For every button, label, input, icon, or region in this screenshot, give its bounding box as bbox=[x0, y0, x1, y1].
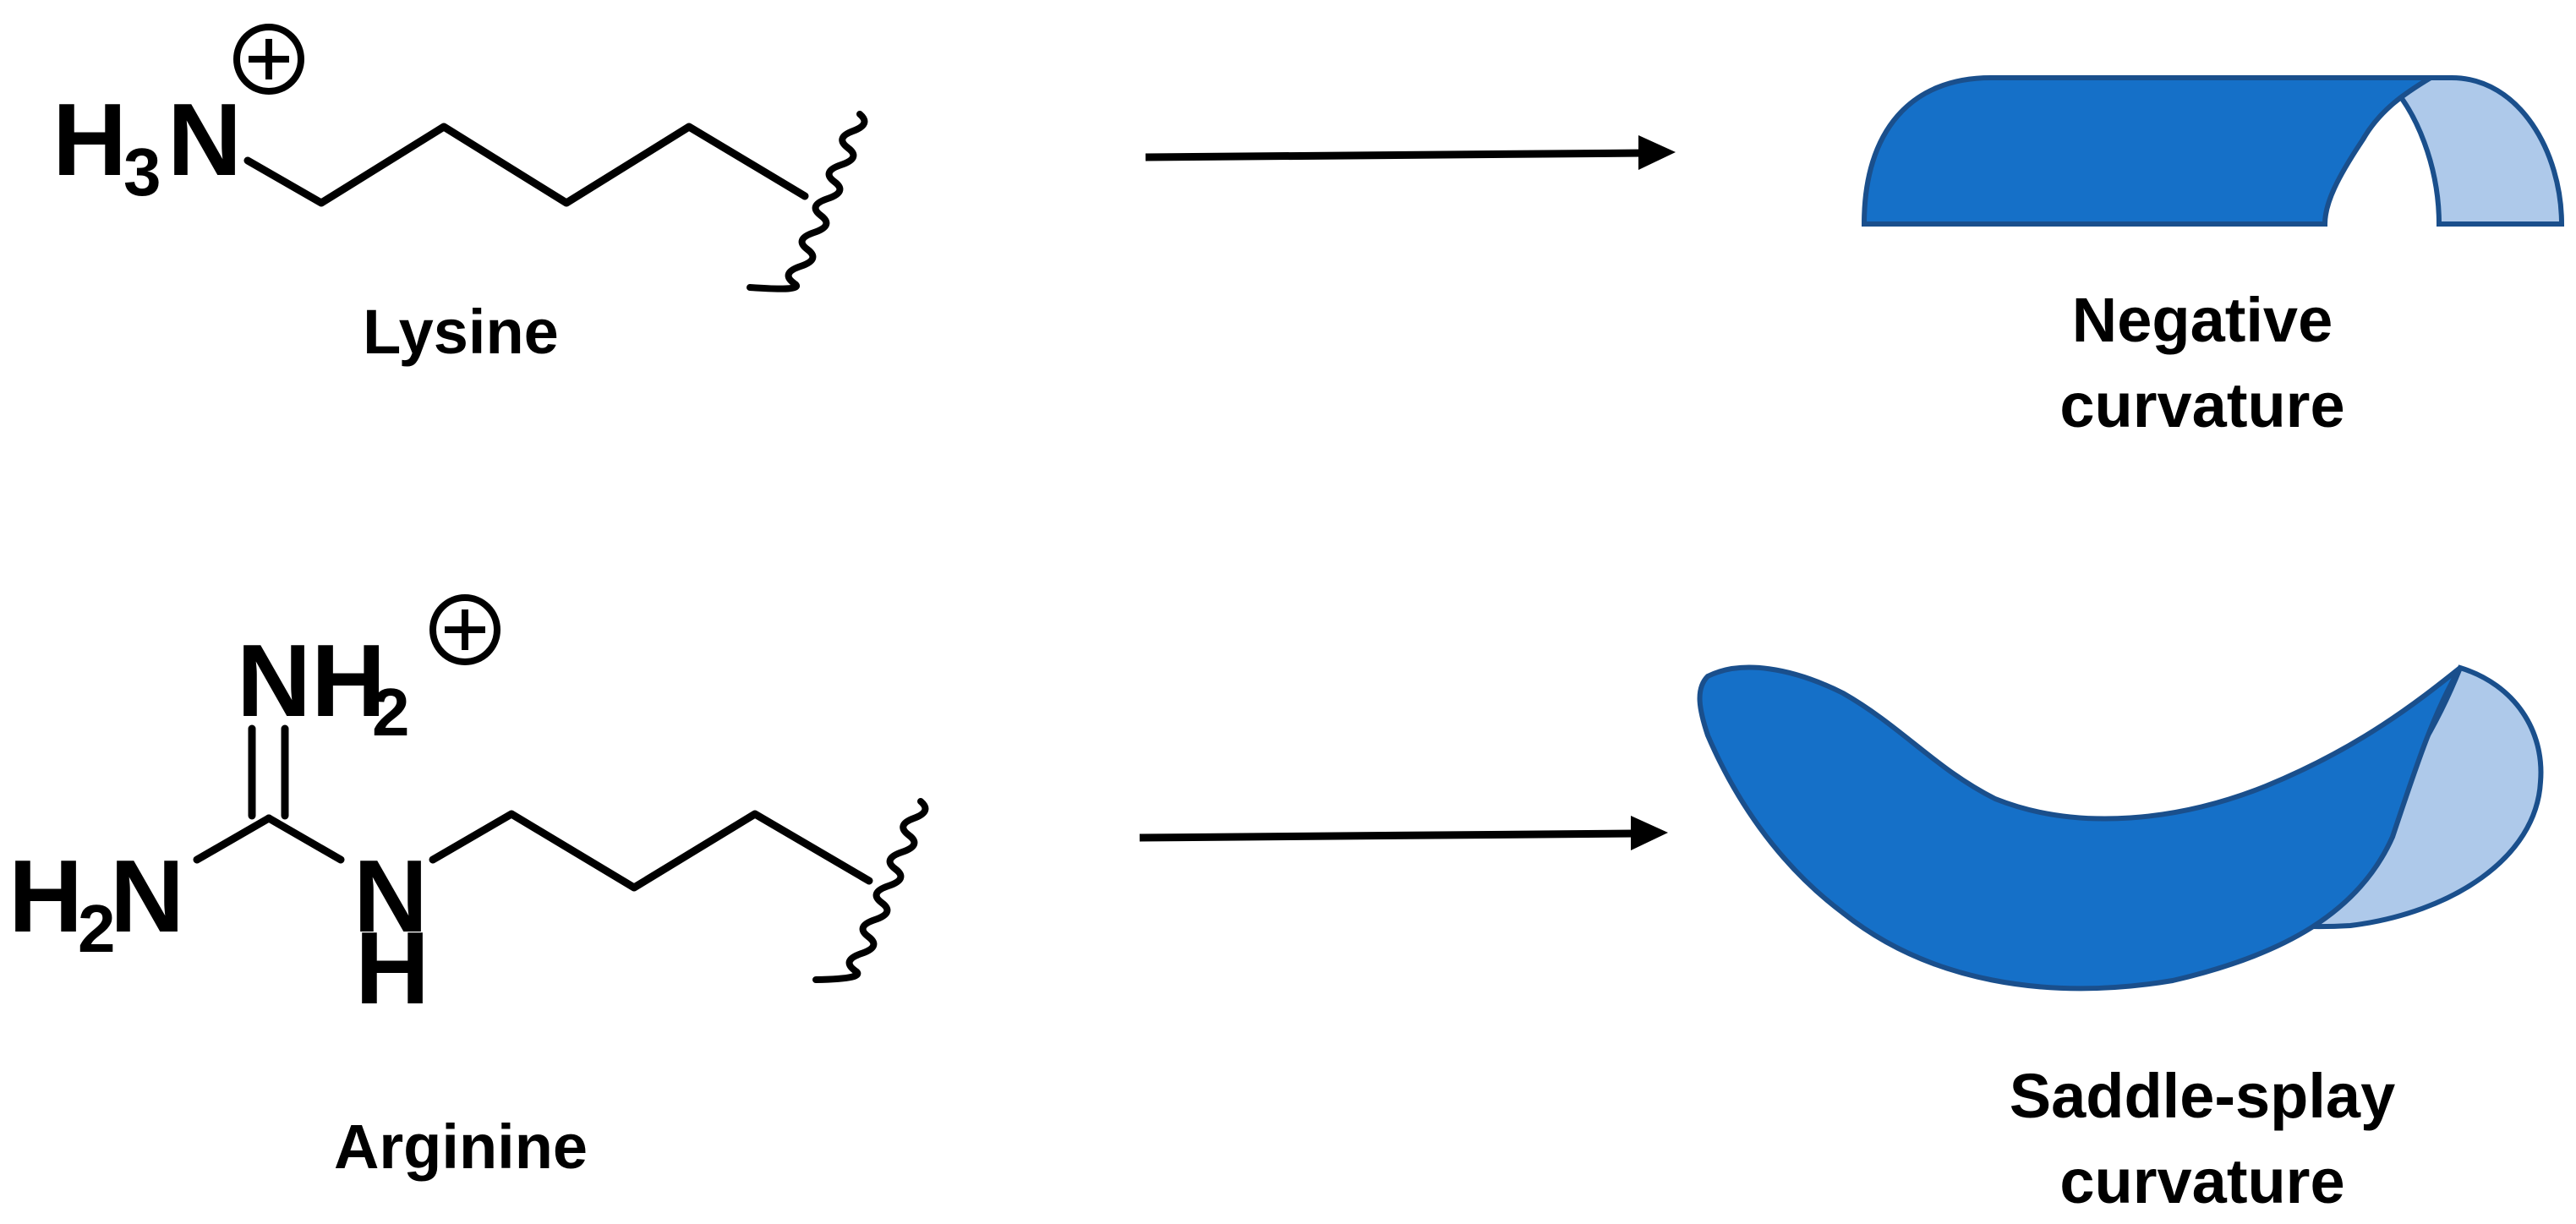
arginine-left-subscript: 2 bbox=[78, 891, 116, 966]
lysine-label: Lysine bbox=[363, 297, 559, 367]
lysine-side-chain-bonds bbox=[243, 123, 809, 207]
arginine-left-h: H bbox=[8, 839, 83, 954]
negative-curvature-label-line1: Negative bbox=[2072, 285, 2333, 355]
arginine-backbone-attachment-icon bbox=[812, 798, 929, 983]
lysine-amine-n: N bbox=[167, 82, 242, 197]
negative-curvature-label-line2: curvature bbox=[2059, 370, 2344, 440]
arginine-nh-n: N bbox=[353, 839, 428, 954]
arginine-to-saddle-splay-arrow bbox=[1139, 816, 1668, 850]
lysine-amine-subscript: 3 bbox=[123, 134, 161, 210]
arginine-guanidino-bonds bbox=[193, 724, 345, 864]
negative-curvature-inner-surface bbox=[2377, 75, 2565, 227]
lysine-structure: H 3 N Lysine bbox=[52, 24, 868, 367]
lysine-positive-charge-icon bbox=[233, 24, 304, 95]
negative-curvature-shape: Negative curvature bbox=[1861, 75, 2565, 440]
arginine-nh-h: H bbox=[355, 910, 429, 1025]
arginine-top-subscript: 2 bbox=[372, 675, 410, 750]
saddle-splay-curvature-shape: Saddle-splay curvature bbox=[1697, 664, 2544, 1216]
arginine-left-n: N bbox=[110, 839, 184, 954]
lysine-amine-h: H bbox=[52, 82, 127, 197]
arginine-structure: NH 2 H 2 N N H Arginine bbox=[8, 594, 929, 1182]
arginine-side-chain-bonds bbox=[429, 810, 873, 892]
saddle-splay-outer-surface bbox=[1697, 664, 2463, 992]
negative-curvature-outer-surface bbox=[1861, 75, 2440, 227]
arginine-top-nh: NH bbox=[237, 623, 386, 738]
saddle-splay-label-line1: Saddle-splay bbox=[2010, 1061, 2396, 1131]
saddle-splay-label-line2: curvature bbox=[2059, 1146, 2344, 1216]
arginine-positive-charge-icon bbox=[429, 594, 500, 665]
lysine-to-negative-curvature-arrow bbox=[1145, 135, 1676, 170]
lysine-backbone-attachment-icon bbox=[747, 111, 868, 292]
arginine-label: Arginine bbox=[334, 1112, 588, 1182]
